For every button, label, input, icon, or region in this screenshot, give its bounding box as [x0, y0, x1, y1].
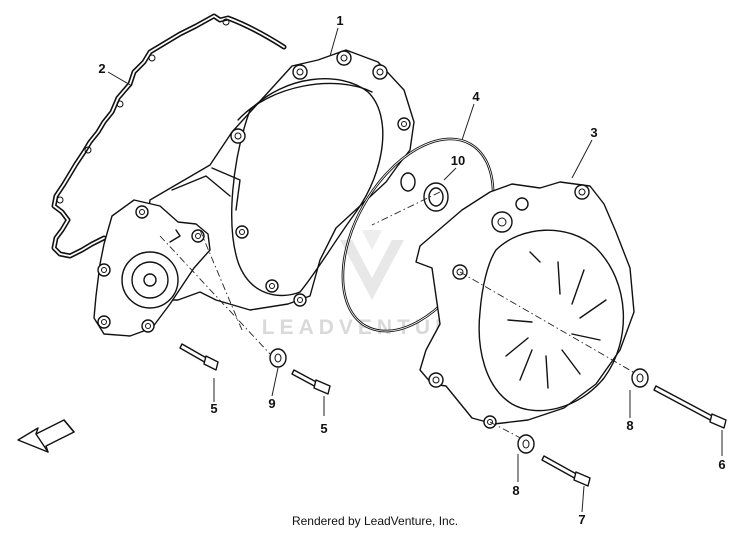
callout-5-left: 5: [210, 401, 217, 416]
bolt-part-7: [541, 455, 591, 487]
washer-part-8b: [517, 434, 535, 454]
callout-7: 7: [578, 512, 585, 527]
leadventure-logo-icon: [340, 230, 404, 300]
callout-numbers: 1 2 3 4 5 5 6 7 8 8 9 10: [98, 13, 725, 527]
washer-part-8a: [631, 368, 649, 388]
callout-6: 6: [718, 457, 725, 472]
callout-2: 2: [98, 61, 105, 76]
render-credit: Rendered by LeadVenture, Inc.: [291, 514, 459, 528]
bolt-part-5b: [291, 369, 331, 395]
front-direction-arrow-icon: [17, 419, 75, 453]
callout-8-right: 8: [626, 418, 633, 433]
callout-1: 1: [336, 13, 343, 28]
oil-seal-part-10: [400, 172, 449, 212]
leader-lines: [107, 27, 723, 513]
gasket-part-2: [51, 13, 287, 259]
callout-5-right: 5: [320, 421, 327, 436]
bolt-part-6: [653, 385, 727, 429]
washer-part-9: [269, 348, 287, 368]
callout-8-bottom: 8: [512, 483, 519, 498]
callout-10: 10: [451, 153, 465, 168]
callout-9: 9: [268, 396, 275, 411]
mounting-plate: [93, 199, 211, 337]
clutch-cover-part-3: [415, 181, 635, 429]
callout-3: 3: [590, 125, 597, 140]
callout-4: 4: [472, 89, 480, 104]
bolt-part-5a: [179, 343, 219, 371]
